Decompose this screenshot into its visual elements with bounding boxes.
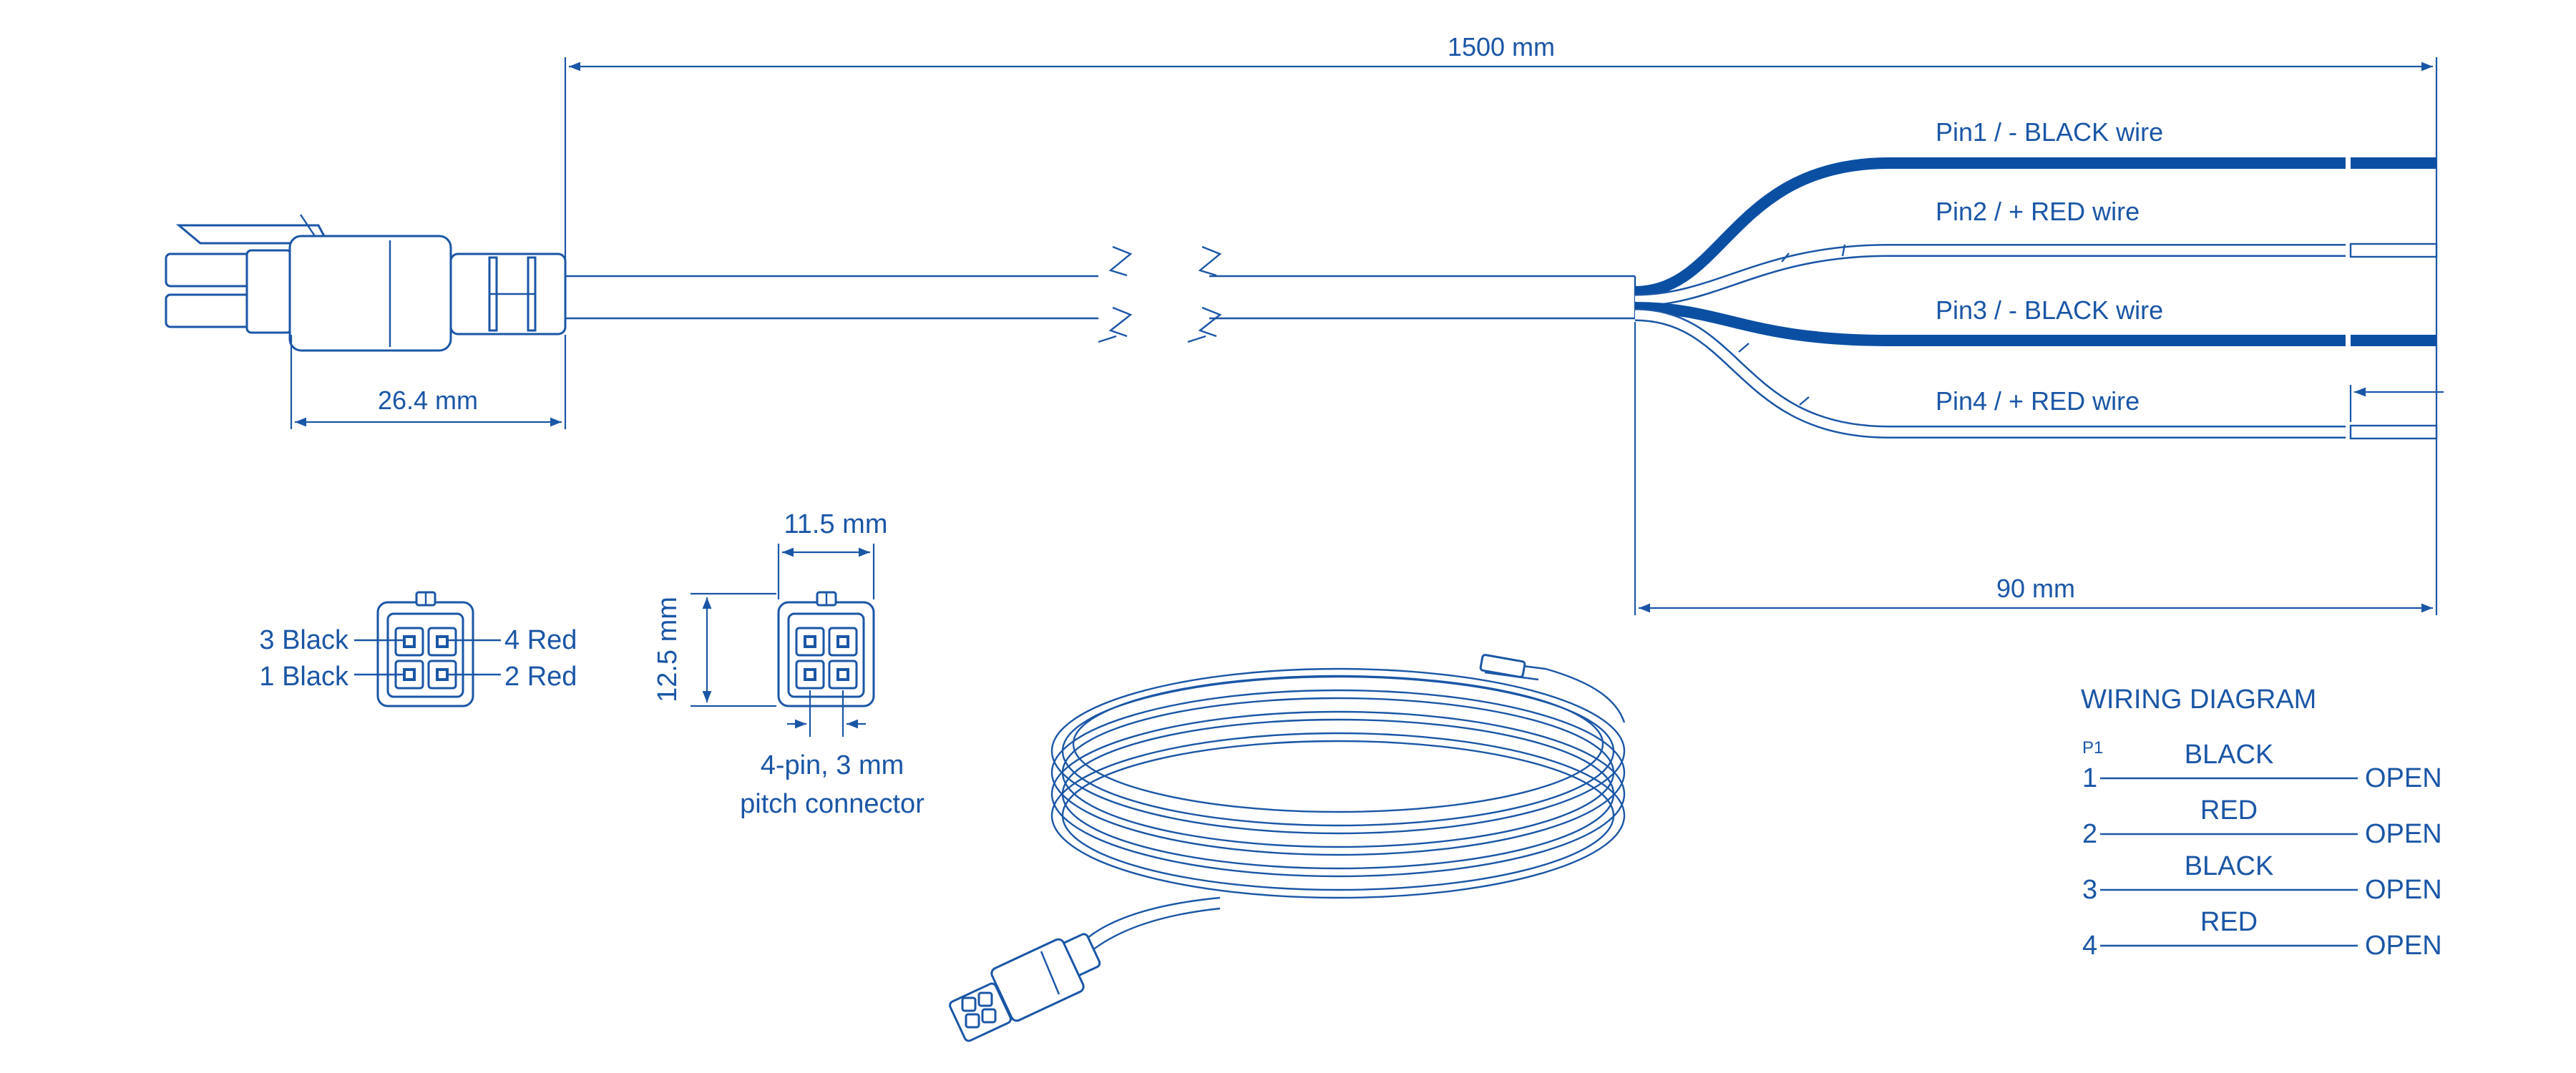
wiring-row-1: 1 BLACK OPEN xyxy=(2082,740,2442,793)
wiring-row-end: OPEN xyxy=(2365,931,2442,961)
wire-pin1 xyxy=(1634,157,2346,298)
pin-label-4: 4 Red xyxy=(504,625,577,655)
connector-side-view xyxy=(165,214,567,352)
wiring-row-wire: BLACK xyxy=(2185,851,2274,881)
wiring-row-4: 4 RED OPEN xyxy=(2082,907,2442,961)
overall-length-dimension: 1500 mm xyxy=(564,32,2438,615)
pin-label-2: 2 Red xyxy=(504,662,577,692)
wiring-row-pin: 1 xyxy=(2082,763,2097,793)
wiring-row-3: 3 BLACK OPEN xyxy=(2082,851,2442,905)
strip-90mm-dimension: 90 mm xyxy=(1634,322,2433,615)
wire-label-pin1: Pin1 / - BLACK wire xyxy=(1936,117,2163,147)
wiring-row-pin: 2 xyxy=(2082,819,2097,849)
pin-label-1: 1 Black xyxy=(259,662,349,692)
wiring-row-end: OPEN xyxy=(2365,819,2442,849)
pin-label-3: 3 Black xyxy=(259,625,349,655)
wire-pin3 xyxy=(1634,302,2346,346)
wire-bundle: Pin1 / - BLACK wire Pin2 / + RED wire Pi… xyxy=(1634,117,2438,440)
coiled-cable-illustration xyxy=(949,654,1626,1042)
wiring-diagram-title: WIRING DIAGRAM xyxy=(2081,685,2316,715)
wiring-row-pin: 4 xyxy=(2082,931,2097,961)
strip-length-dimension xyxy=(2349,385,2444,422)
wiring-row-wire: BLACK xyxy=(2185,740,2274,770)
wiring-row-end: OPEN xyxy=(2365,875,2442,905)
wiring-row-wire: RED xyxy=(2200,907,2258,937)
connector-height-label: 12.5 mm xyxy=(653,597,683,702)
wire-label-pin2: Pin2 / + RED wire xyxy=(1936,197,2140,226)
wire-label-pin3: Pin3 / - BLACK wire xyxy=(1936,295,2163,325)
wiring-row-end: OPEN xyxy=(2365,763,2442,793)
connector-width-label: 11.5 mm xyxy=(784,509,887,539)
wiring-diagram-connector: P1 xyxy=(2082,738,2103,758)
pinout-face-view: 3 Black 1 Black 4 Red 2 Red xyxy=(259,591,577,707)
wire-label-pin4: Pin4 / + RED wire xyxy=(1936,386,2140,416)
overall-length-label: 1500 mm xyxy=(1448,32,1555,62)
wiring-row-wire: RED xyxy=(2200,795,2258,825)
wiring-row-2: 2 RED OPEN xyxy=(2082,795,2442,849)
connector-desc-line2: pitch connector xyxy=(740,789,924,819)
connector-length-dimension: 26.4 mm xyxy=(290,335,567,429)
wiring-diagram: WIRING DIAGRAM P1 1 BLACK OPEN 2 RED OPE… xyxy=(2081,685,2442,961)
connector-length-label: 26.4 mm xyxy=(378,386,478,415)
cable-jacket xyxy=(565,245,1636,343)
strip-90mm-label: 90 mm xyxy=(1996,574,2075,603)
wiring-row-pin: 3 xyxy=(2082,875,2097,905)
connector-dimension-view: 11.5 mm 12.5 mm 4-pin, 3 mm pitch connec… xyxy=(653,509,924,819)
connector-desc-line1: 4-pin, 3 mm xyxy=(761,750,904,780)
